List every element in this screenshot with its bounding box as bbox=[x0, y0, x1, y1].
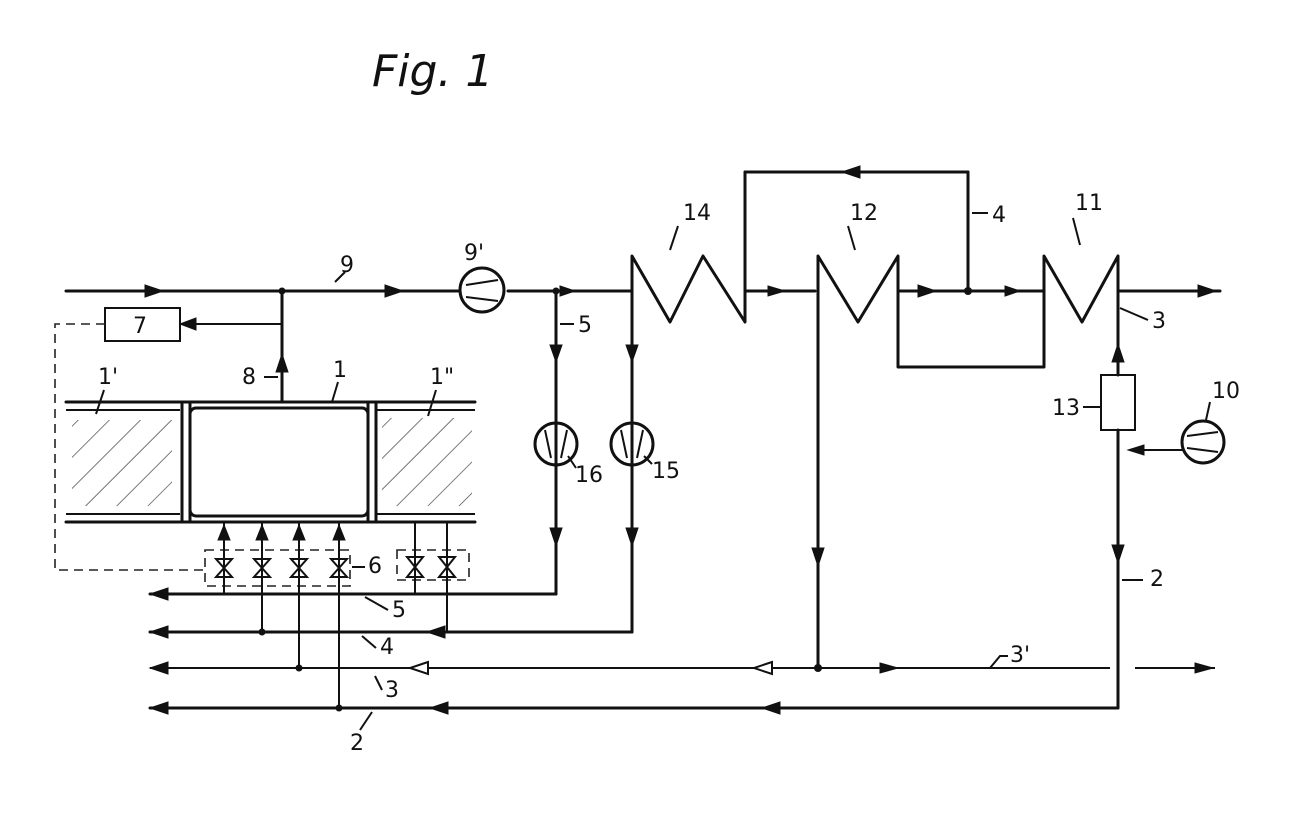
reference-labels: 9 9' 14 12 11 4 5 3 7 8 1 1' 1" 16 15 13… bbox=[96, 191, 1240, 756]
label-1pp: 1" bbox=[430, 365, 454, 390]
loop-pipe-4 bbox=[745, 166, 968, 291]
label-2-bottom: 2 bbox=[350, 731, 364, 756]
heat-exchanger-12-icon bbox=[818, 256, 1044, 367]
label-4-bottom: 4 bbox=[380, 635, 394, 660]
label-3-bottom: 3 bbox=[385, 678, 399, 703]
label-1p: 1' bbox=[98, 365, 118, 390]
label-9p: 9' bbox=[464, 241, 484, 266]
label-8: 8 bbox=[242, 365, 256, 390]
compressor-9p-icon bbox=[460, 268, 504, 312]
column-1 bbox=[190, 408, 368, 516]
label-7: 7 bbox=[133, 314, 147, 339]
heat-exchanger-14-icon bbox=[632, 172, 745, 322]
label-6: 6 bbox=[368, 554, 382, 579]
label-5-bottom: 5 bbox=[392, 598, 406, 623]
label-13: 13 bbox=[1052, 396, 1080, 421]
branch-5 bbox=[150, 291, 577, 600]
unit-13 bbox=[1101, 375, 1135, 430]
compressor-10-icon bbox=[1182, 421, 1224, 463]
label-15: 15 bbox=[652, 459, 680, 484]
label-10: 10 bbox=[1212, 379, 1240, 404]
label-5-right: 5 bbox=[578, 313, 592, 338]
label-2-right: 2 bbox=[1150, 567, 1164, 592]
valve-group-6 bbox=[205, 522, 469, 708]
label-1: 1 bbox=[333, 358, 347, 383]
main-pipe bbox=[66, 285, 1220, 297]
label-16: 16 bbox=[575, 463, 603, 488]
label-3-right: 3 bbox=[1152, 309, 1166, 334]
label-3p: 3' bbox=[1010, 643, 1030, 668]
figure-title: Fig. 1 bbox=[372, 46, 493, 97]
label-14: 14 bbox=[683, 201, 711, 226]
heat-exchanger-11-icon bbox=[1044, 256, 1118, 322]
label-4-top: 4 bbox=[992, 203, 1006, 228]
line-2 bbox=[150, 291, 1224, 714]
column-1pp bbox=[382, 418, 472, 506]
label-12: 12 bbox=[850, 201, 878, 226]
label-11: 11 bbox=[1075, 191, 1103, 216]
column-assembly bbox=[66, 402, 475, 522]
column-1p bbox=[72, 420, 172, 506]
